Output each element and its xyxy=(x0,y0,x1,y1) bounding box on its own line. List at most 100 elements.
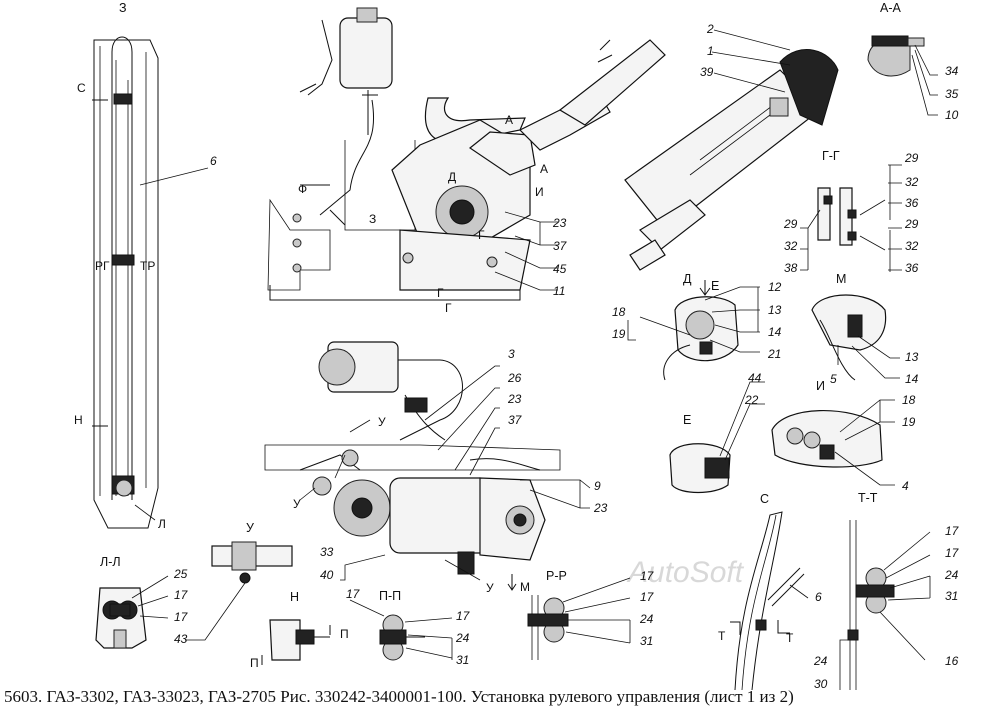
mark-g3: Г xyxy=(445,301,452,315)
mark-t1: Т xyxy=(718,629,726,643)
mark-p2: П xyxy=(340,627,349,641)
view-label-n: Н xyxy=(290,590,299,604)
section-aa: А-А 34 35 10 xyxy=(867,1,959,122)
callout-31-tt: 31 xyxy=(945,589,958,603)
mark-a2: А xyxy=(540,162,548,176)
mark-i: И xyxy=(535,185,544,199)
callout-17-ll-b: 17 xyxy=(174,610,189,624)
mark-t2: Т xyxy=(786,631,794,645)
callout-37-mid: 37 xyxy=(508,413,523,427)
callout-13-a: 13 xyxy=(768,303,782,317)
callout-24-pp: 24 xyxy=(455,631,470,645)
mark-d: Д xyxy=(448,170,456,184)
callout-31-pp: 31 xyxy=(456,653,469,667)
view-label-gg: Г-Г xyxy=(822,149,840,163)
callout-44: 44 xyxy=(748,371,762,385)
callout-17-ll-a: 17 xyxy=(174,588,189,602)
callout-9: 9 xyxy=(594,479,601,493)
callout-18-a: 18 xyxy=(612,305,626,319)
callout-37-top: 37 xyxy=(553,239,568,253)
view-label-tt: Т-Т xyxy=(858,491,878,505)
callout-32-c: 32 xyxy=(784,239,798,253)
mark-a1: А xyxy=(505,113,513,127)
callout-32-a: 32 xyxy=(905,175,919,189)
view-label-i: И xyxy=(816,379,825,393)
mark-tr: ТР xyxy=(140,259,155,273)
callout-24-rr: 24 xyxy=(639,612,654,626)
callout-33: 33 xyxy=(320,545,334,559)
section-rr: Р-Р 17 17 24 31 xyxy=(527,569,655,660)
callout-23-mid: 23 xyxy=(507,392,522,406)
mark-u3: У xyxy=(486,581,494,595)
callout-10: 10 xyxy=(945,108,959,122)
callout-38: 38 xyxy=(784,261,798,275)
view-z: З С Н РГ ТР Л 6 xyxy=(74,1,217,531)
view-m: М 13 14 5 xyxy=(811,272,919,386)
callout-17-rr-a: 17 xyxy=(640,569,655,583)
section-ll: Л-Л 25 17 17 xyxy=(95,555,189,649)
view-label-rr: Р-Р xyxy=(546,569,567,583)
mark-z: З xyxy=(369,212,376,226)
callout-30: 30 xyxy=(814,677,828,691)
watermark: AutoSoft xyxy=(626,556,745,589)
callout-40: 40 xyxy=(320,568,334,582)
callout-36-b: 36 xyxy=(905,261,919,275)
engine-bay-view: Ф З А А Д И Г Г Г 23 37 45 11 xyxy=(267,7,666,315)
mark-f: Ф xyxy=(298,182,307,196)
callout-39: 39 xyxy=(700,65,714,79)
arrow-e-label: Е xyxy=(711,279,719,293)
section-pp: П-П 17 17 24 31 xyxy=(346,587,471,667)
view-label-aa: А-А xyxy=(880,1,902,15)
callout-2: 2 xyxy=(706,22,714,36)
steering-column-view: 2 1 39 xyxy=(624,22,839,271)
callout-31-rr: 31 xyxy=(640,634,653,648)
callout-14-b: 14 xyxy=(905,372,919,386)
view-label-m: М xyxy=(836,272,846,286)
mark-n: Н xyxy=(74,413,83,427)
callout-34: 34 xyxy=(945,64,959,78)
view-s: С 6 Т Т xyxy=(718,492,822,691)
view-label-u: У xyxy=(246,521,254,535)
callout-6-s: 6 xyxy=(815,590,822,604)
section-gg: Г-Г 29 32 36 29 32 36 29 32 38 xyxy=(783,149,919,275)
callout-19-b: 19 xyxy=(902,415,916,429)
mark-g2: Г xyxy=(437,286,444,300)
view-label-z: З xyxy=(119,1,127,15)
callout-19-a: 19 xyxy=(612,327,626,341)
mark-u2: У xyxy=(293,497,301,511)
callout-5: 5 xyxy=(830,372,837,386)
callout-1: 1 xyxy=(707,44,714,58)
mark-rg: РГ xyxy=(95,259,110,273)
view-d: Д Е 12 13 14 21 18 19 xyxy=(612,272,782,381)
callout-4: 4 xyxy=(902,479,909,493)
mark-m: М xyxy=(520,580,530,594)
callout-29-a: 29 xyxy=(904,151,919,165)
callout-21: 21 xyxy=(767,347,781,361)
callout-45: 45 xyxy=(553,262,567,276)
mark-u1: У xyxy=(378,415,386,429)
callout-23-low: 23 xyxy=(593,501,608,515)
callout-6: 6 xyxy=(210,154,217,168)
callout-24-tt-b: 24 xyxy=(813,654,828,668)
callout-14-a: 14 xyxy=(768,325,782,339)
drawing-caption: 5603. ГАЗ-3302, ГАЗ-33023, ГАЗ-2705 Рис.… xyxy=(4,687,794,706)
view-u: У 43 xyxy=(174,521,293,646)
mark-p1: П xyxy=(250,656,259,670)
callout-17-tt-a: 17 xyxy=(945,524,960,538)
callout-3: 3 xyxy=(508,347,515,361)
callout-43: 43 xyxy=(174,632,188,646)
callout-17-rr-b: 17 xyxy=(640,590,655,604)
view-e: Е 44 22 xyxy=(669,371,765,494)
callout-11: 11 xyxy=(553,284,565,298)
callout-17-pp-a: 17 xyxy=(346,587,361,601)
callout-35: 35 xyxy=(945,87,959,101)
callout-13-b: 13 xyxy=(905,350,919,364)
callout-23-top: 23 xyxy=(552,216,567,230)
steering-gear-view: 3 26 23 37 9 23 33 40 У У У М xyxy=(264,341,608,595)
section-tt: Т-Т 17 17 24 31 16 24 30 xyxy=(813,491,960,691)
view-label-pp: П-П xyxy=(379,589,401,603)
callout-32-b: 32 xyxy=(905,239,919,253)
callout-17-pp-b: 17 xyxy=(456,609,471,623)
view-label-d: Д xyxy=(683,272,692,286)
